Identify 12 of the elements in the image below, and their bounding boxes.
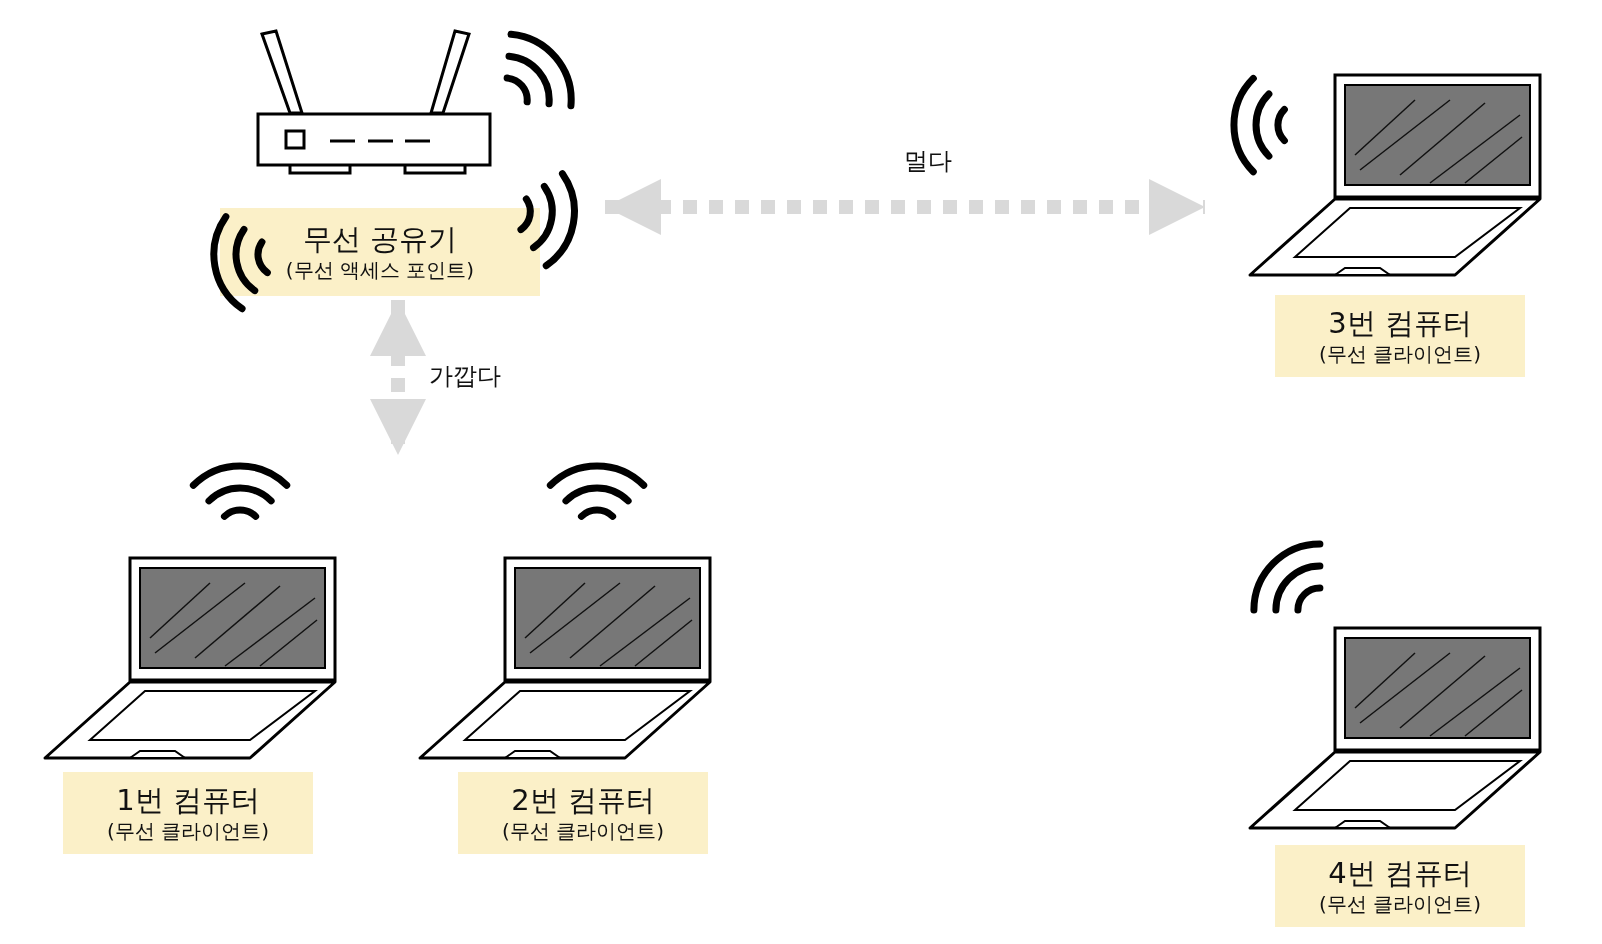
device-name: 2번 컴퓨터 [511,782,655,818]
double-arrow [370,300,426,455]
device-role: (무선 클라이언트) [502,818,664,844]
double-arrow [605,179,1205,235]
device-role: (무선 클라이언트) [107,818,269,844]
device-role: (무선 액세스 포인트) [285,257,475,283]
device-name: 무선 공유기 [302,221,458,257]
device-name: 3번 컴퓨터 [1328,305,1472,341]
device-name: 4번 컴퓨터 [1328,855,1472,891]
device-name: 1번 컴퓨터 [116,782,260,818]
device-role: (무선 클라이언트) [1319,341,1481,367]
device-role: (무선 클라이언트) [1319,891,1481,917]
